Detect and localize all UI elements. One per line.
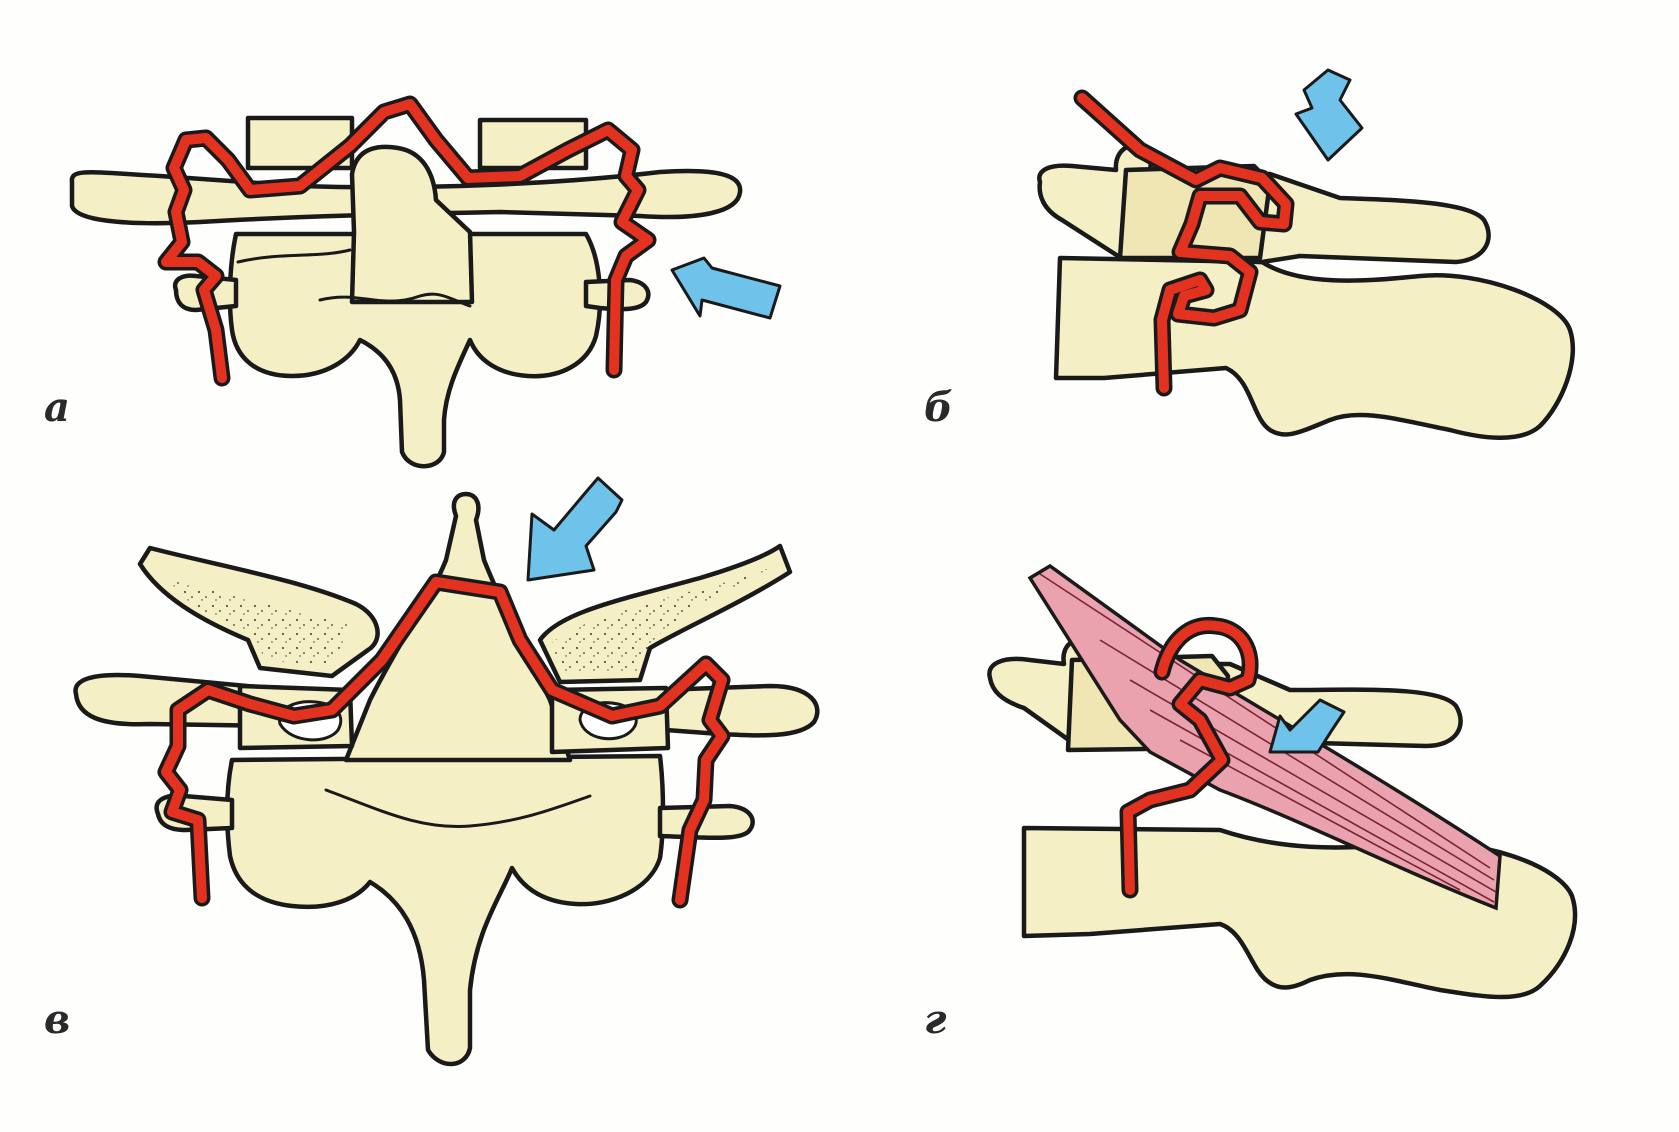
panel-label-v: в bbox=[44, 996, 71, 1043]
central-mass bbox=[349, 144, 475, 305]
vertebra-body-v bbox=[224, 753, 666, 1067]
compression-arrow-v bbox=[526, 476, 624, 582]
panel-g bbox=[987, 563, 1578, 1000]
compression-arrow-b bbox=[1294, 68, 1364, 162]
panel-a bbox=[69, 95, 782, 469]
muscle bbox=[1027, 563, 1502, 911]
panel-label-a: а bbox=[44, 384, 70, 431]
compression-arrow-a bbox=[670, 256, 782, 320]
panel-b bbox=[1037, 68, 1576, 440]
vertebra-body bbox=[227, 231, 603, 469]
transverse-right bbox=[657, 683, 820, 738]
panel-label-b: б bbox=[924, 384, 953, 431]
compression-arrow-g bbox=[1268, 698, 1346, 754]
panel-label-g: г bbox=[924, 996, 947, 1043]
panel-v bbox=[73, 476, 820, 1067]
artery-left-fill bbox=[161, 99, 653, 383]
lower-vertebra-side bbox=[1053, 255, 1576, 440]
